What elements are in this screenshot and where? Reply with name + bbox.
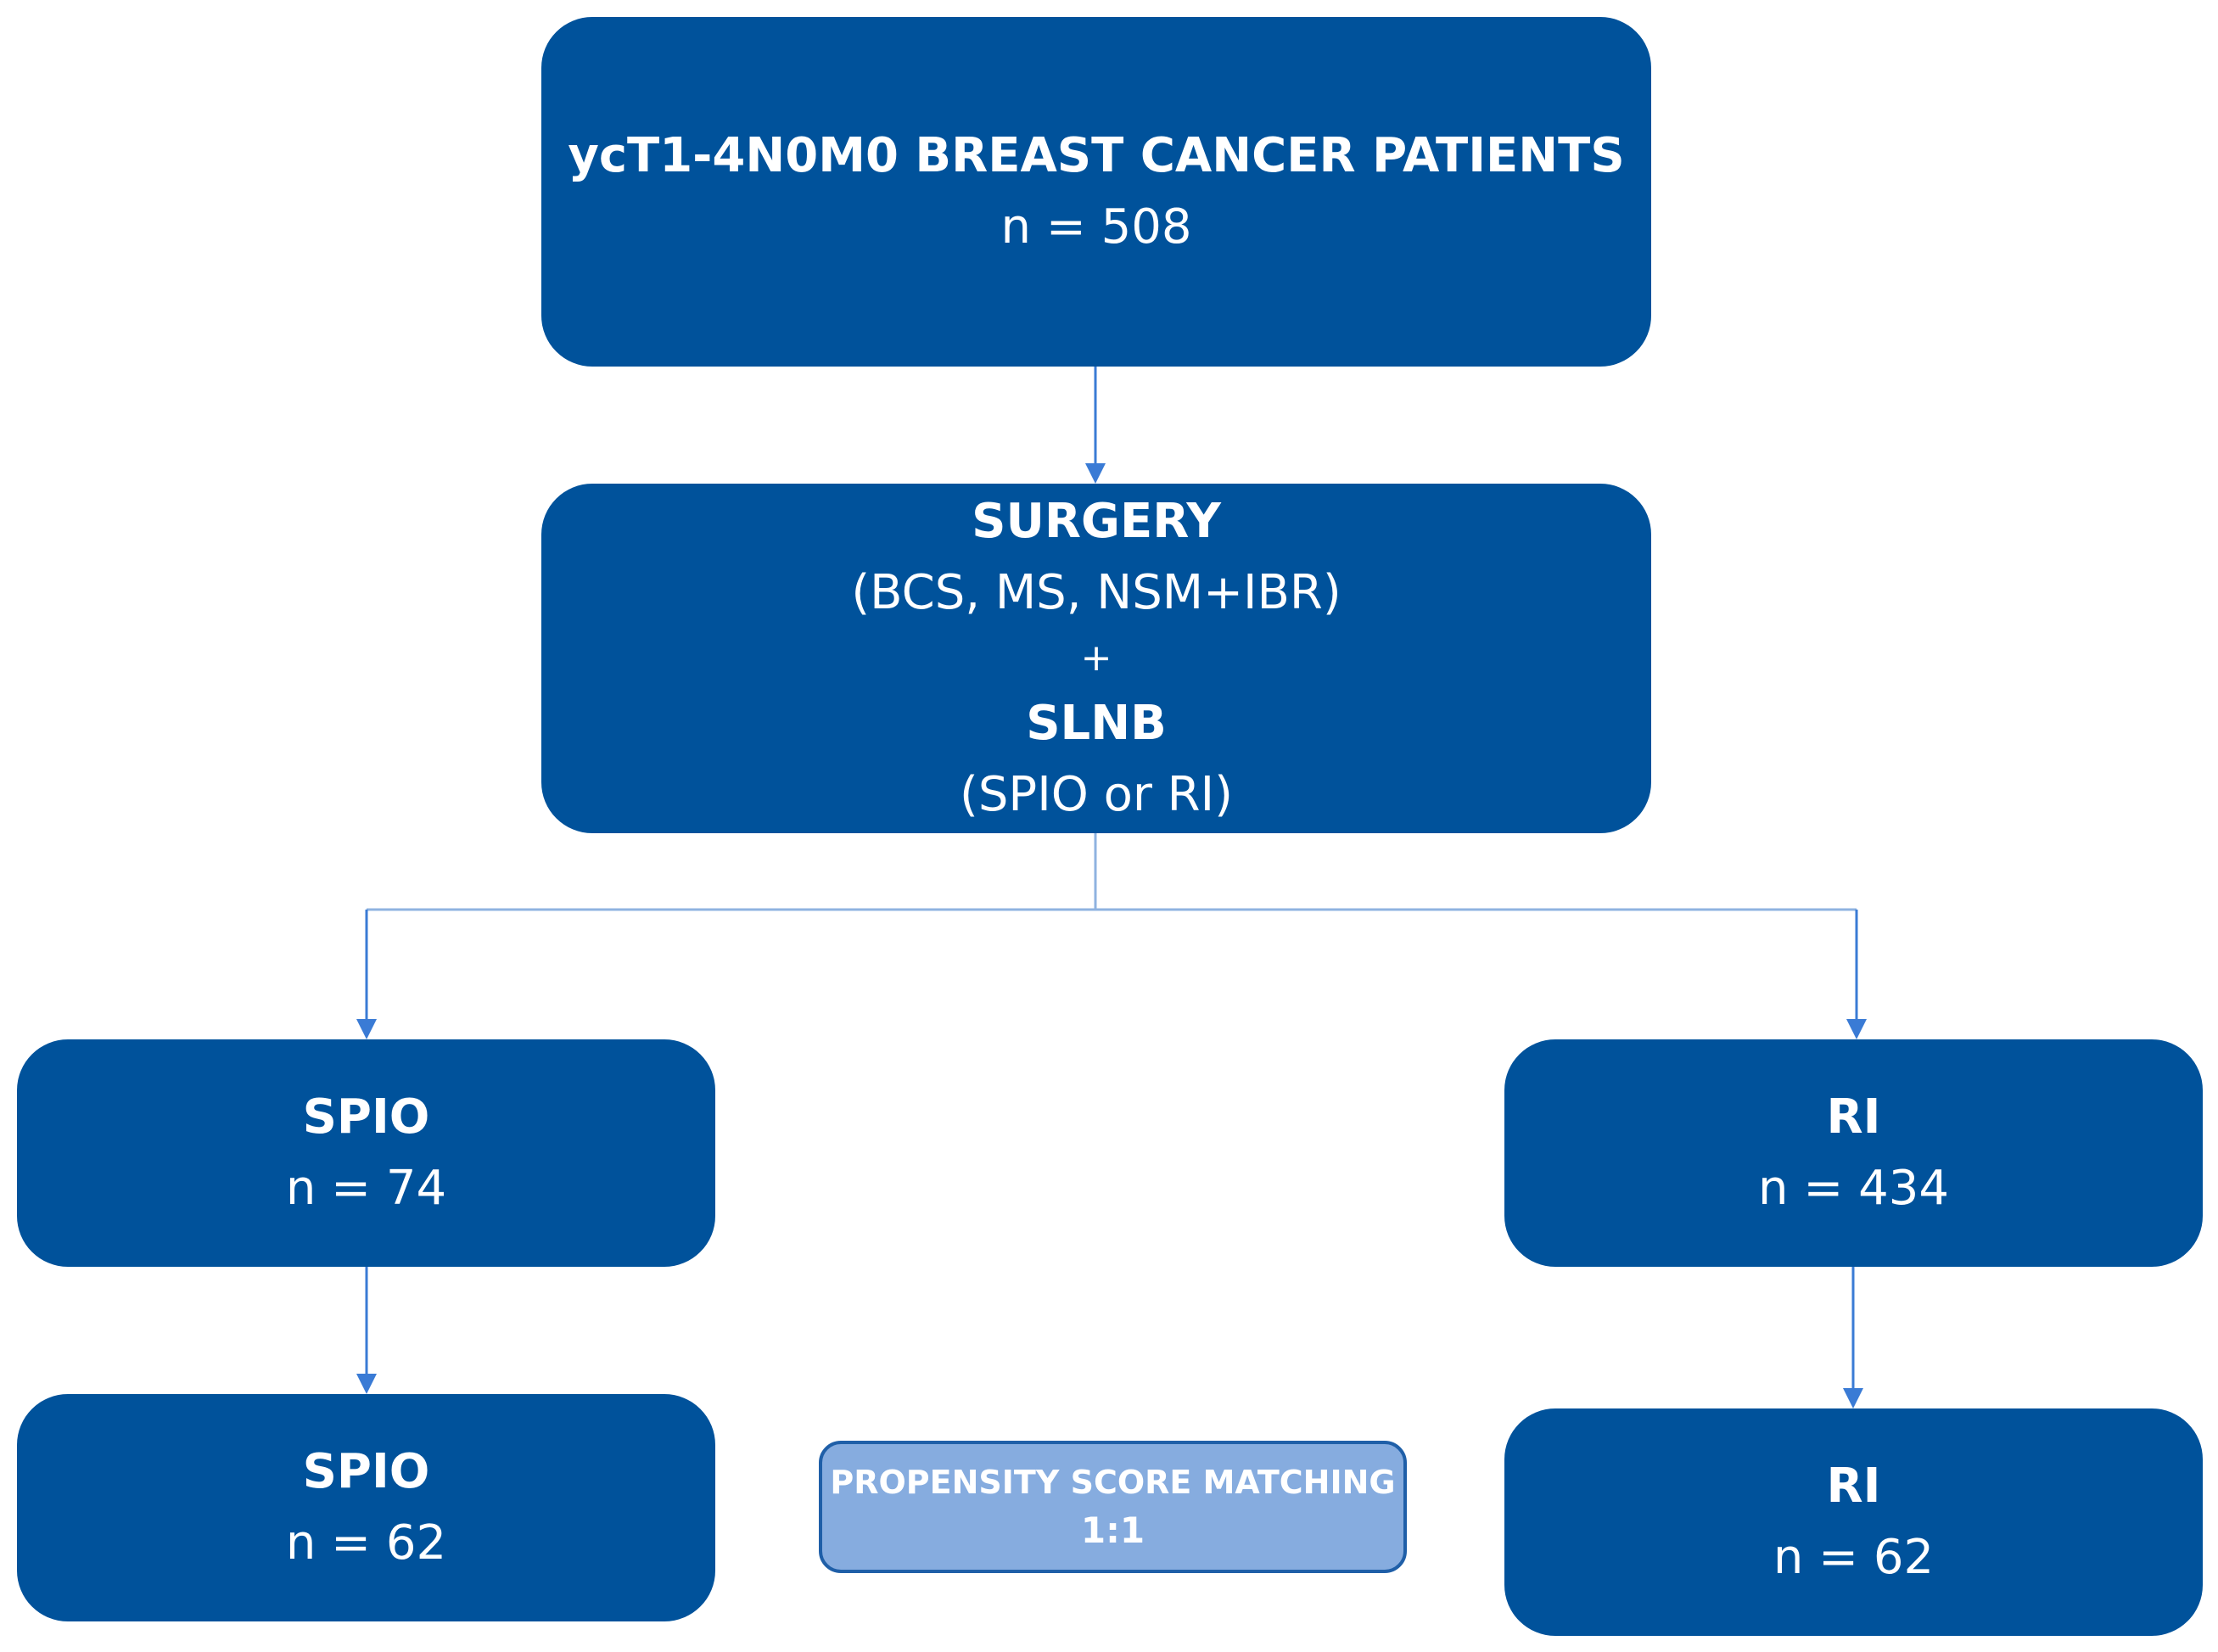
node-spio-matched-count: n = 62 <box>285 1515 447 1571</box>
node-ri: RI n = 434 <box>1504 1039 2203 1267</box>
node-ri-count: n = 434 <box>1758 1161 1949 1216</box>
arrowhead-ri-to-matched <box>1843 1388 1863 1408</box>
node-spio-title: SPIO <box>302 1089 430 1145</box>
node-surgery-plus: + <box>1080 636 1112 680</box>
node-all-patients: ycT1-4N0M0 BREAST CANCER PATIENTS n = 50… <box>541 17 1651 367</box>
node-ri-matched-title: RI <box>1826 1459 1881 1514</box>
node-propensity-score-matching: PROPENSITY SCORE MATCHING 1:1 <box>819 1441 1407 1573</box>
arrowhead-top-to-surgery <box>1085 463 1106 484</box>
node-surgery: SURGERY (BCS, MS, NSM+IBR) + SLNB (SPIO … <box>541 484 1651 833</box>
node-surgery-title: SURGERY <box>972 494 1221 549</box>
node-surgery-procedure: SLNB <box>1026 696 1167 751</box>
arrowhead-spio-to-matched <box>356 1374 377 1394</box>
node-ri-title: RI <box>1826 1089 1881 1145</box>
node-spio-matched-title: SPIO <box>302 1444 430 1499</box>
node-all-patients-title: ycT1-4N0M0 BREAST CANCER PATIENTS <box>568 128 1625 183</box>
node-ri-matched-count: n = 62 <box>1773 1530 1935 1585</box>
node-spio-matched: SPIO n = 62 <box>17 1394 715 1621</box>
node-spio: SPIO n = 74 <box>17 1039 715 1267</box>
node-spio-count: n = 74 <box>285 1161 447 1216</box>
arrowhead-split-to-spio <box>356 1019 377 1039</box>
node-ri-matched: RI n = 62 <box>1504 1408 2203 1636</box>
node-surgery-types: (BCS, MS, NSM+IBR) <box>851 565 1341 620</box>
arrowhead-split-to-ri <box>1846 1019 1867 1039</box>
node-matching-ratio: 1:1 <box>1080 1509 1145 1551</box>
node-matching-title: PROPENSITY SCORE MATCHING <box>830 1464 1396 1501</box>
node-surgery-methods: (SPIO or RI) <box>960 767 1233 822</box>
node-all-patients-count: n = 508 <box>1000 199 1192 255</box>
